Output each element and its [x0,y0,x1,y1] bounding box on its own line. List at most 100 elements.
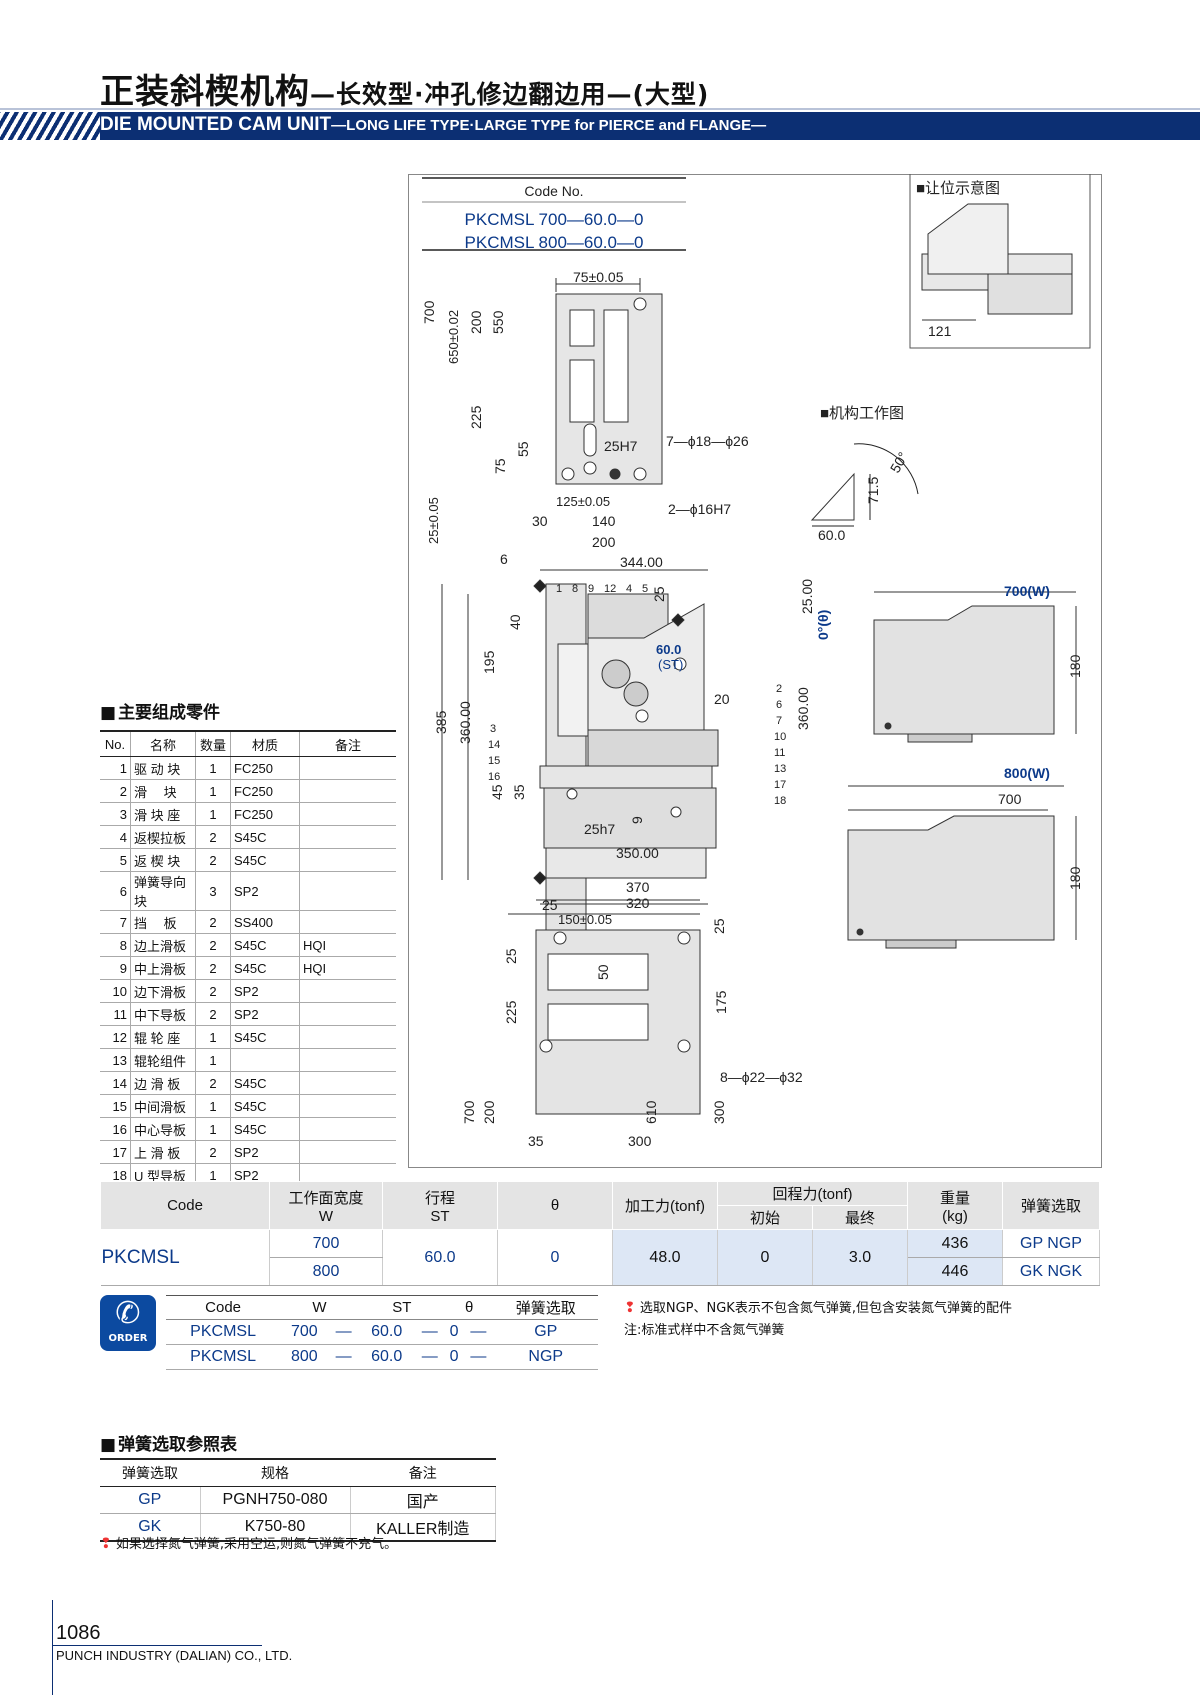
order-icon-label: ORDER [108,1333,148,1344]
spec-return-initial: 0 [717,1229,813,1286]
order-cell: NGP [493,1344,598,1370]
parts-cell-remark [299,1048,396,1072]
balloon-6: 6 [776,699,782,711]
parts-cell-name: 滑 块 座 [130,802,196,826]
dim-650: 650±0.02 [446,310,461,364]
balloon-7: 7 [776,715,782,727]
parts-cell-remark [299,779,396,803]
spring-cell: KALLER制造 [350,1513,496,1542]
footer-hline [52,1645,262,1646]
front-balloons-right: 2 6 7 10 11 13 17 18 [774,683,786,807]
front-dim-45: 45 [489,784,505,800]
parts-cell-material: S45C [230,1025,300,1049]
dim-25-005: 25±0.05 [426,497,441,544]
bottom-view [508,899,701,1115]
spring-header-remark: 备注 [350,1458,496,1487]
bottom-dim-300b: 300 [628,1133,652,1149]
dim-55: 55 [515,441,531,457]
parts-cell-no: 9 [100,956,131,980]
parts-cell-remark [299,1002,396,1026]
parts-cell-remark [299,1094,396,1118]
parts-cell-qty: 1 [195,756,231,780]
bottom-dim-150: 150±0.05 [558,912,612,927]
order-header-code: Code [166,1295,281,1320]
balloon-17: 17 [774,779,786,791]
parts-cell-name: 滑 块 [130,779,196,803]
front-dim-344: 344.00 [620,554,663,570]
spec-header-weight: 重量(kg) [907,1181,1003,1230]
front-dim-25: 25.00 [799,579,815,614]
spring-header-type: 弹簧选取 [100,1458,200,1487]
balloon-13: 13 [774,763,786,775]
dim-30: 30 [532,513,548,529]
parts-cell-name: 返楔拉板 [130,825,196,849]
spec-st: 60.0 [382,1229,498,1286]
parts-cell-material: SS400 [230,910,300,934]
bottom-dim-610: 610 [643,1100,659,1124]
side-view-700 [873,591,1077,743]
parts-cell-name: 中心导板 [130,1117,196,1141]
dim-75: 75±0.05 [573,269,624,285]
work-triangle [810,472,855,521]
parts-cell-remark [299,1025,396,1049]
dim-200: 200 [468,310,484,334]
parts-cell-qty: 1 [195,1025,231,1049]
company-name: PUNCH INDUSTRY (DALIAN) CO., LTD. [56,1648,293,1663]
parts-cell-remark [299,825,396,849]
dim-holes-2: 2—ϕ16H7 [668,501,731,517]
parts-cell-name: 驱 动 块 [130,756,196,780]
balloon-14: 14 [488,739,500,751]
spec-theta: 0 [497,1229,613,1286]
spring-ref-title: 弹簧选取参照表 [100,1430,237,1455]
page-title-en: DIE MOUNTED CAM UNIT—LONG LIFE TYPE·LARG… [100,114,767,135]
parts-cell-no: 16 [100,1117,131,1141]
parts-cell-qty: 1 [195,802,231,826]
dim-225: 225 [468,405,484,429]
work-title: ■机构工作图 [820,405,904,422]
order-cell: 0 [444,1344,464,1370]
dim-125: 125±0.05 [556,494,610,509]
parts-cell-material: S45C [230,1071,300,1095]
page-title: 正装斜楔机构—长效型·冲孔修边翻边用—(大型) [100,72,710,112]
parts-cell-name: 边下滑板 [130,979,196,1003]
header-stripes [0,112,100,140]
parts-cell-name: 辊 轮 座 [130,1025,196,1049]
parts-cell-material: SP2 [230,1002,300,1026]
front-dim-theta: 0°(θ) [815,610,831,640]
parts-cell-remark [299,910,396,934]
spring-cell: PGNH750-080 [200,1486,351,1514]
top-view [555,278,663,485]
parts-cell-material: FC250 [230,779,300,803]
technical-drawing: Code No. PKCMSL 700—60.0—0 PKCMSL 800—60… [421,174,1091,1149]
parts-cell-name: 中间滑板 [130,1094,196,1118]
clearance-title: ■让位示意图 [916,179,1000,197]
parts-cell-qty: 2 [195,1071,231,1095]
spec-code: PKCMSL [100,1229,270,1286]
parts-cell-material: S45C [230,933,300,957]
front-dim-25b: 25 [651,586,667,602]
parts-cell-name: 中下导板 [130,1002,196,1026]
parts-cell-name: 辊轮组件 [130,1048,196,1072]
order-note-1: ❢ 选取NGP、NGK表示不包含氮气弹簧,但包含安装氮气弹簧的配件 [624,1300,1012,1316]
parts-cell-no: 6 [100,871,131,911]
parts-cell-material: S45C [230,825,300,849]
front-dim-st-label: (ST) [658,657,683,672]
phone-icon: ✆ [115,1296,141,1331]
front-dim-385: 385 [433,710,449,734]
parts-cell-qty: 2 [195,1140,231,1164]
order-cell: — [328,1344,359,1370]
